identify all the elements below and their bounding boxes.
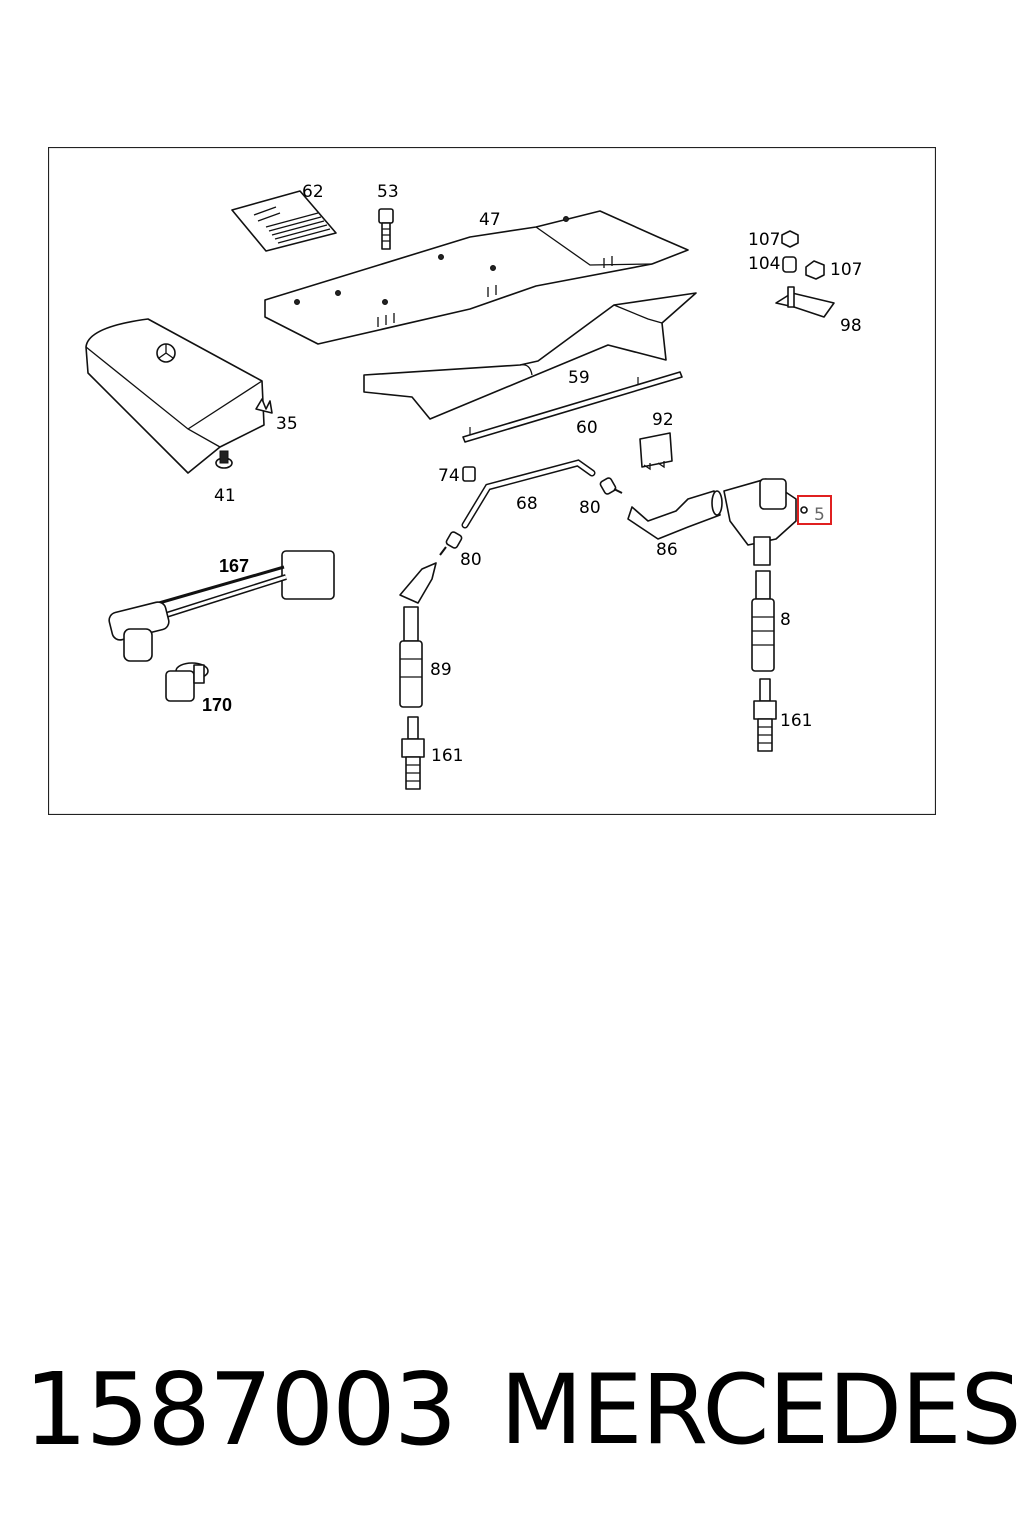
part-161-spark-plug-right[interactable] — [753, 678, 777, 752]
part-107-nut-right[interactable] — [805, 260, 825, 280]
part-5-ignition-coil[interactable] — [723, 478, 808, 566]
part-98-bracket[interactable] — [775, 286, 835, 318]
part-161-spark-plug-left[interactable] — [401, 716, 425, 790]
label-107-top: 107 — [748, 230, 780, 250]
part-68-tube[interactable] — [461, 459, 596, 529]
part-59-lower-cover[interactable] — [363, 292, 697, 420]
part-8-coil-boot[interactable] — [751, 570, 775, 672]
part-60-strip[interactable] — [462, 371, 683, 443]
label-98: 98 — [840, 316, 862, 336]
parts-diagram: 62 53 47 107 104 107 98 59 35 92 60 41 7… — [48, 147, 936, 815]
part-number: 1587003 — [24, 1351, 457, 1468]
label-74: 74 — [438, 466, 460, 486]
label-161-left: 161 — [431, 746, 463, 766]
highlight-callout-5[interactable]: 5 — [797, 495, 832, 525]
part-107-nut-top[interactable] — [781, 230, 799, 248]
part-74-clip[interactable] — [462, 466, 476, 482]
label-68: 68 — [516, 494, 538, 514]
label-47: 47 — [479, 210, 501, 230]
label-8: 8 — [780, 610, 791, 630]
part-cover-front[interactable] — [85, 318, 273, 474]
brand-name: MERCEDES — [500, 1354, 1022, 1466]
part-92-bracket[interactable] — [639, 432, 673, 471]
part-89-plug-connector[interactable] — [399, 562, 437, 708]
label-80-upper: 80 — [579, 498, 601, 518]
part-80-plug-upper[interactable] — [599, 477, 623, 495]
label-60: 60 — [576, 418, 598, 438]
part-167-ignition-lead[interactable] — [107, 550, 335, 662]
part-170-cap[interactable] — [165, 662, 209, 702]
label-62: 62 — [302, 182, 324, 202]
label-161-right: 161 — [780, 711, 812, 731]
label-35: 35 — [276, 414, 298, 434]
label-59: 59 — [568, 368, 590, 388]
part-86-connector[interactable] — [627, 490, 723, 540]
part-41-clip[interactable] — [215, 450, 233, 469]
part-47-cover-plate[interactable] — [264, 210, 689, 345]
part-53-screw[interactable] — [378, 208, 394, 250]
label-89: 89 — [430, 660, 452, 680]
label-41: 41 — [214, 486, 236, 506]
footer: 1587003 MERCEDES — [0, 1350, 1024, 1470]
label-92: 92 — [652, 410, 674, 430]
label-5: 5 — [814, 505, 825, 525]
label-86: 86 — [656, 540, 678, 560]
label-104: 104 — [748, 254, 780, 274]
label-53: 53 — [377, 182, 399, 202]
part-62-sticker[interactable] — [231, 190, 337, 252]
label-170: 170 — [202, 695, 232, 715]
label-80-lower: 80 — [460, 550, 482, 570]
part-80-plug-lower[interactable] — [439, 531, 463, 556]
label-167: 167 — [219, 556, 249, 576]
part-104-spacer[interactable] — [782, 256, 797, 273]
label-107-right: 107 — [830, 260, 862, 280]
